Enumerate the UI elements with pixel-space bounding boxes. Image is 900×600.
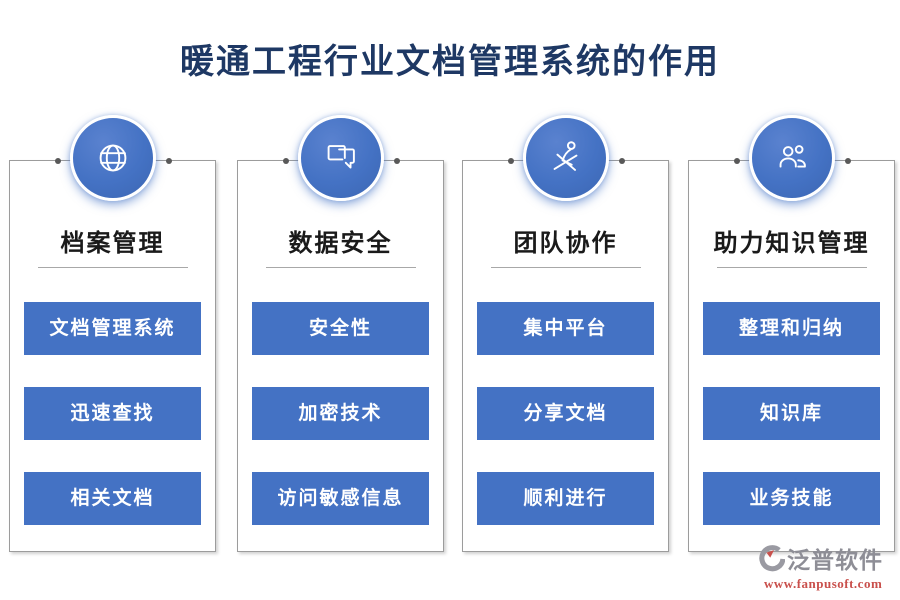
card-heading: 团队协作 (513, 231, 618, 257)
connector-dot (734, 157, 741, 164)
feature-box: 相关文档 (24, 472, 201, 525)
brand-url: www.fanpusoft.com (764, 576, 883, 591)
feature-box: 分享文档 (477, 387, 654, 440)
people-icon-badge (748, 115, 835, 201)
people-icon (779, 145, 806, 168)
heading-underline (716, 267, 867, 268)
globe-icon-badge (69, 115, 156, 201)
rowing-person-icon-badge (522, 115, 609, 201)
card-heading: 数据安全 (288, 231, 393, 257)
card-heading: 助力知识管理 (713, 231, 870, 257)
feature-box: 顺利进行 (477, 472, 654, 525)
connector-dot (165, 157, 172, 164)
feature-box: 安全性 (252, 302, 429, 355)
feature-box: 文档管理系统 (24, 302, 201, 355)
card-archive-management: 档案管理 文档管理系统 迅速查找 相关文档 (9, 115, 216, 552)
chat-bubbles-icon (327, 145, 355, 169)
connector-dot (618, 157, 625, 164)
heading-underline (490, 267, 641, 268)
feature-box: 整理和归纳 (703, 302, 880, 355)
connector-dot (508, 157, 515, 164)
feature-box: 业务技能 (703, 472, 880, 525)
feature-box: 集中平台 (477, 302, 654, 355)
feature-box: 迅速查找 (24, 387, 201, 440)
fanpu-logo-icon (759, 544, 785, 571)
connector-dot (55, 157, 62, 164)
brand-logo: 泛普软件 www.fanpusoft.com (758, 541, 892, 592)
feature-box: 知识库 (703, 387, 880, 440)
connector-dot (283, 157, 290, 164)
chat-bubbles-icon-badge (297, 115, 384, 201)
page-title: 暖通工程行业文档管理系统的作用 (180, 44, 720, 81)
connector-dot (844, 157, 851, 164)
card-data-security: 数据安全 安全性 加密技术 访问敏感信息 (237, 115, 444, 552)
connector-dot (393, 157, 400, 164)
feature-box: 加密技术 (252, 387, 429, 440)
heading-underline (37, 267, 188, 268)
globe-icon (99, 144, 126, 172)
card-heading: 档案管理 (60, 231, 165, 257)
card-team-collaboration: 团队协作 集中平台 分享文档 顺利进行 (462, 115, 669, 552)
rowing-person-icon (553, 141, 577, 171)
brand-name: 泛普软件 (787, 548, 883, 573)
feature-box: 访问敏感信息 (252, 472, 429, 525)
heading-underline (265, 267, 416, 268)
card-knowledge-management: 助力知识管理 整理和归纳 知识库 业务技能 (688, 115, 895, 552)
